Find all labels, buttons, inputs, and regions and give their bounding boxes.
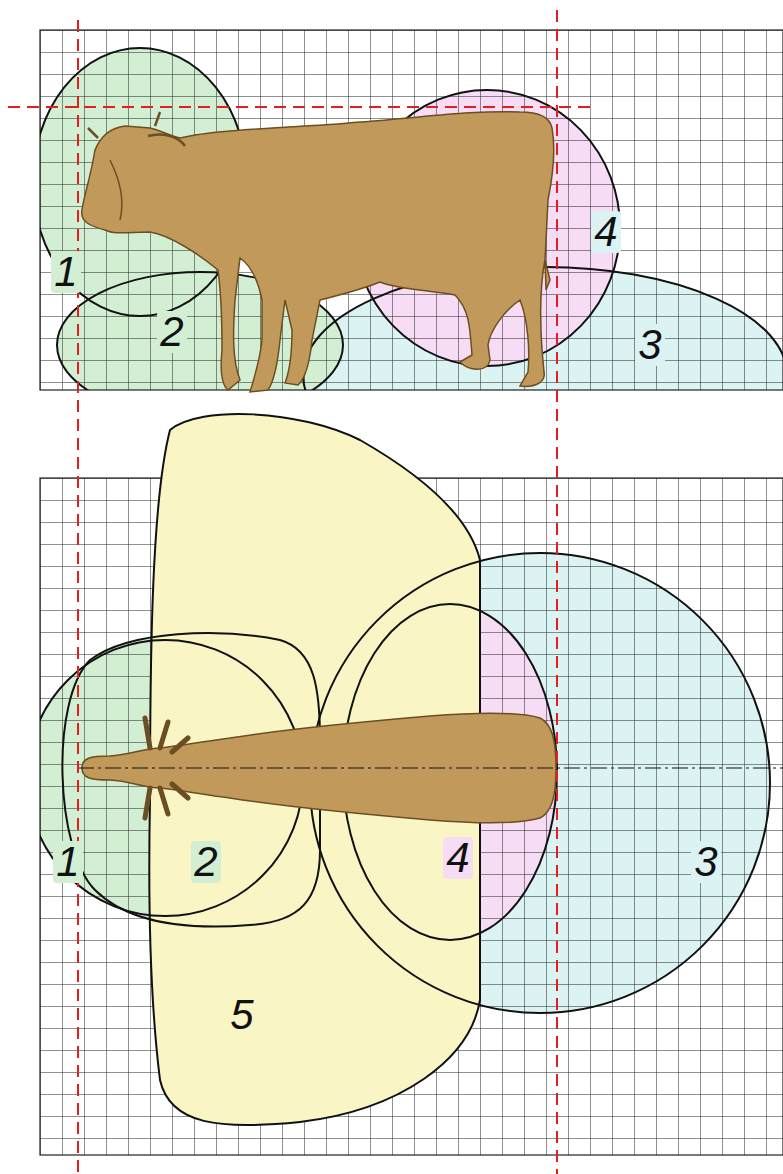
callout-number: 1 bbox=[51, 251, 80, 293]
zone-outlines bbox=[40, 48, 783, 390]
callout-number: 4 bbox=[443, 837, 472, 879]
axis-line bbox=[78, 768, 783, 769]
callout-number: 1 bbox=[53, 841, 82, 883]
callout-number: 4 bbox=[591, 211, 620, 253]
callout-number: 5 bbox=[227, 994, 256, 1036]
callout-number: 2 bbox=[191, 841, 220, 883]
cow-side bbox=[82, 112, 554, 392]
zone-outlines bbox=[27, 414, 770, 1125]
callout-number: 3 bbox=[635, 324, 664, 366]
callout-number: 2 bbox=[157, 311, 186, 353]
callout-number: 3 bbox=[691, 841, 720, 883]
reference-lines bbox=[8, 10, 595, 1174]
